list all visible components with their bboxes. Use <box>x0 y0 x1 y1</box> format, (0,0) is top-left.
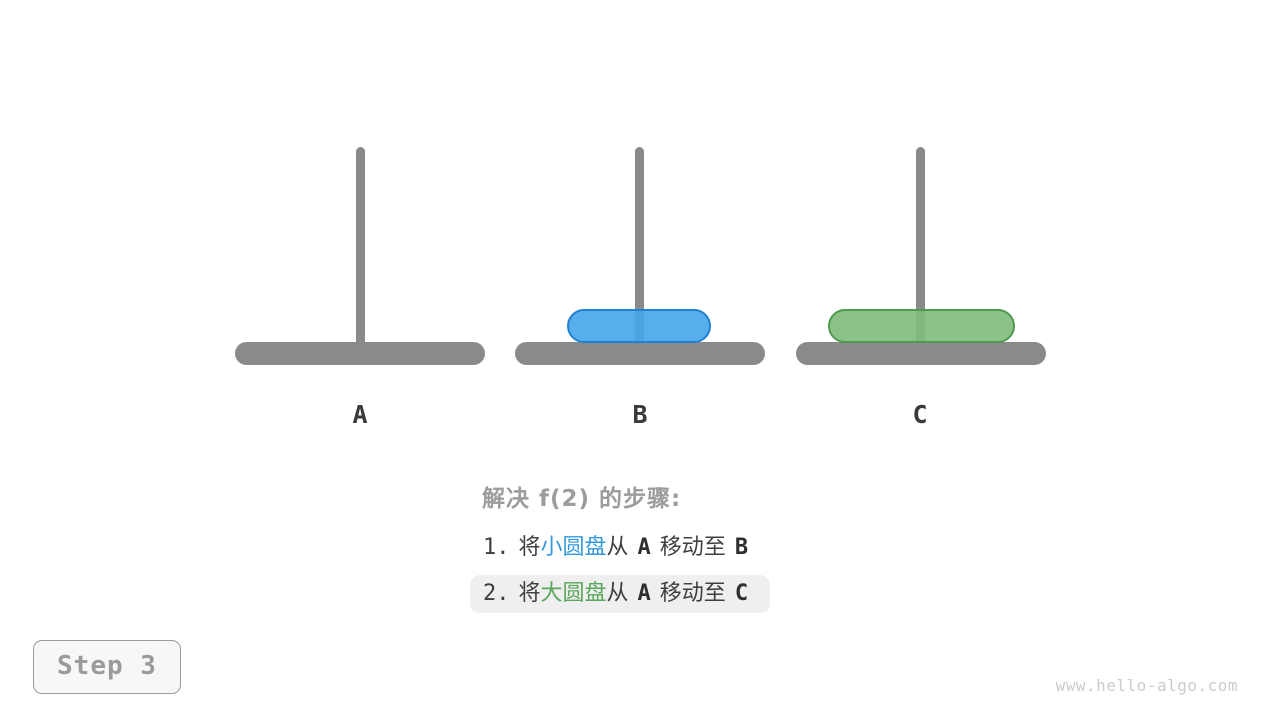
watermark-text: www.hello-algo.com <box>1055 676 1238 695</box>
tower-label-a: A <box>352 400 368 429</box>
step-text: 从 <box>606 535 629 560</box>
peg-b <box>635 147 644 353</box>
step-text: 将 <box>518 581 541 606</box>
base-b <box>515 342 765 365</box>
small-disk <box>567 309 711 343</box>
small-disk-word: 小圆盘 <box>540 535 607 560</box>
step-text: 从 <box>606 581 629 606</box>
step-text: 移动至 <box>659 581 726 606</box>
large-disk <box>828 309 1015 343</box>
peg-a <box>356 147 365 353</box>
tower-label-c: C <box>912 400 928 429</box>
to-peg-letter: C <box>734 581 749 606</box>
peg-c <box>916 147 925 353</box>
from-peg-letter: A <box>637 581 651 606</box>
step-number: 2. <box>483 581 510 606</box>
step-badge: Step 3 <box>33 640 181 694</box>
large-disk-word: 大圆盘 <box>540 581 607 606</box>
base-a <box>235 342 485 365</box>
to-peg-letter: B <box>734 535 749 560</box>
steps-panel-title: 解决 f(2) 的步骤: <box>482 486 682 512</box>
from-peg-letter: A <box>637 535 651 560</box>
step-text: 移动至 <box>659 535 726 560</box>
step-text: 将 <box>518 535 541 560</box>
step-number: 1. <box>483 535 510 560</box>
base-c <box>796 342 1046 365</box>
tower-label-b: B <box>632 400 648 429</box>
